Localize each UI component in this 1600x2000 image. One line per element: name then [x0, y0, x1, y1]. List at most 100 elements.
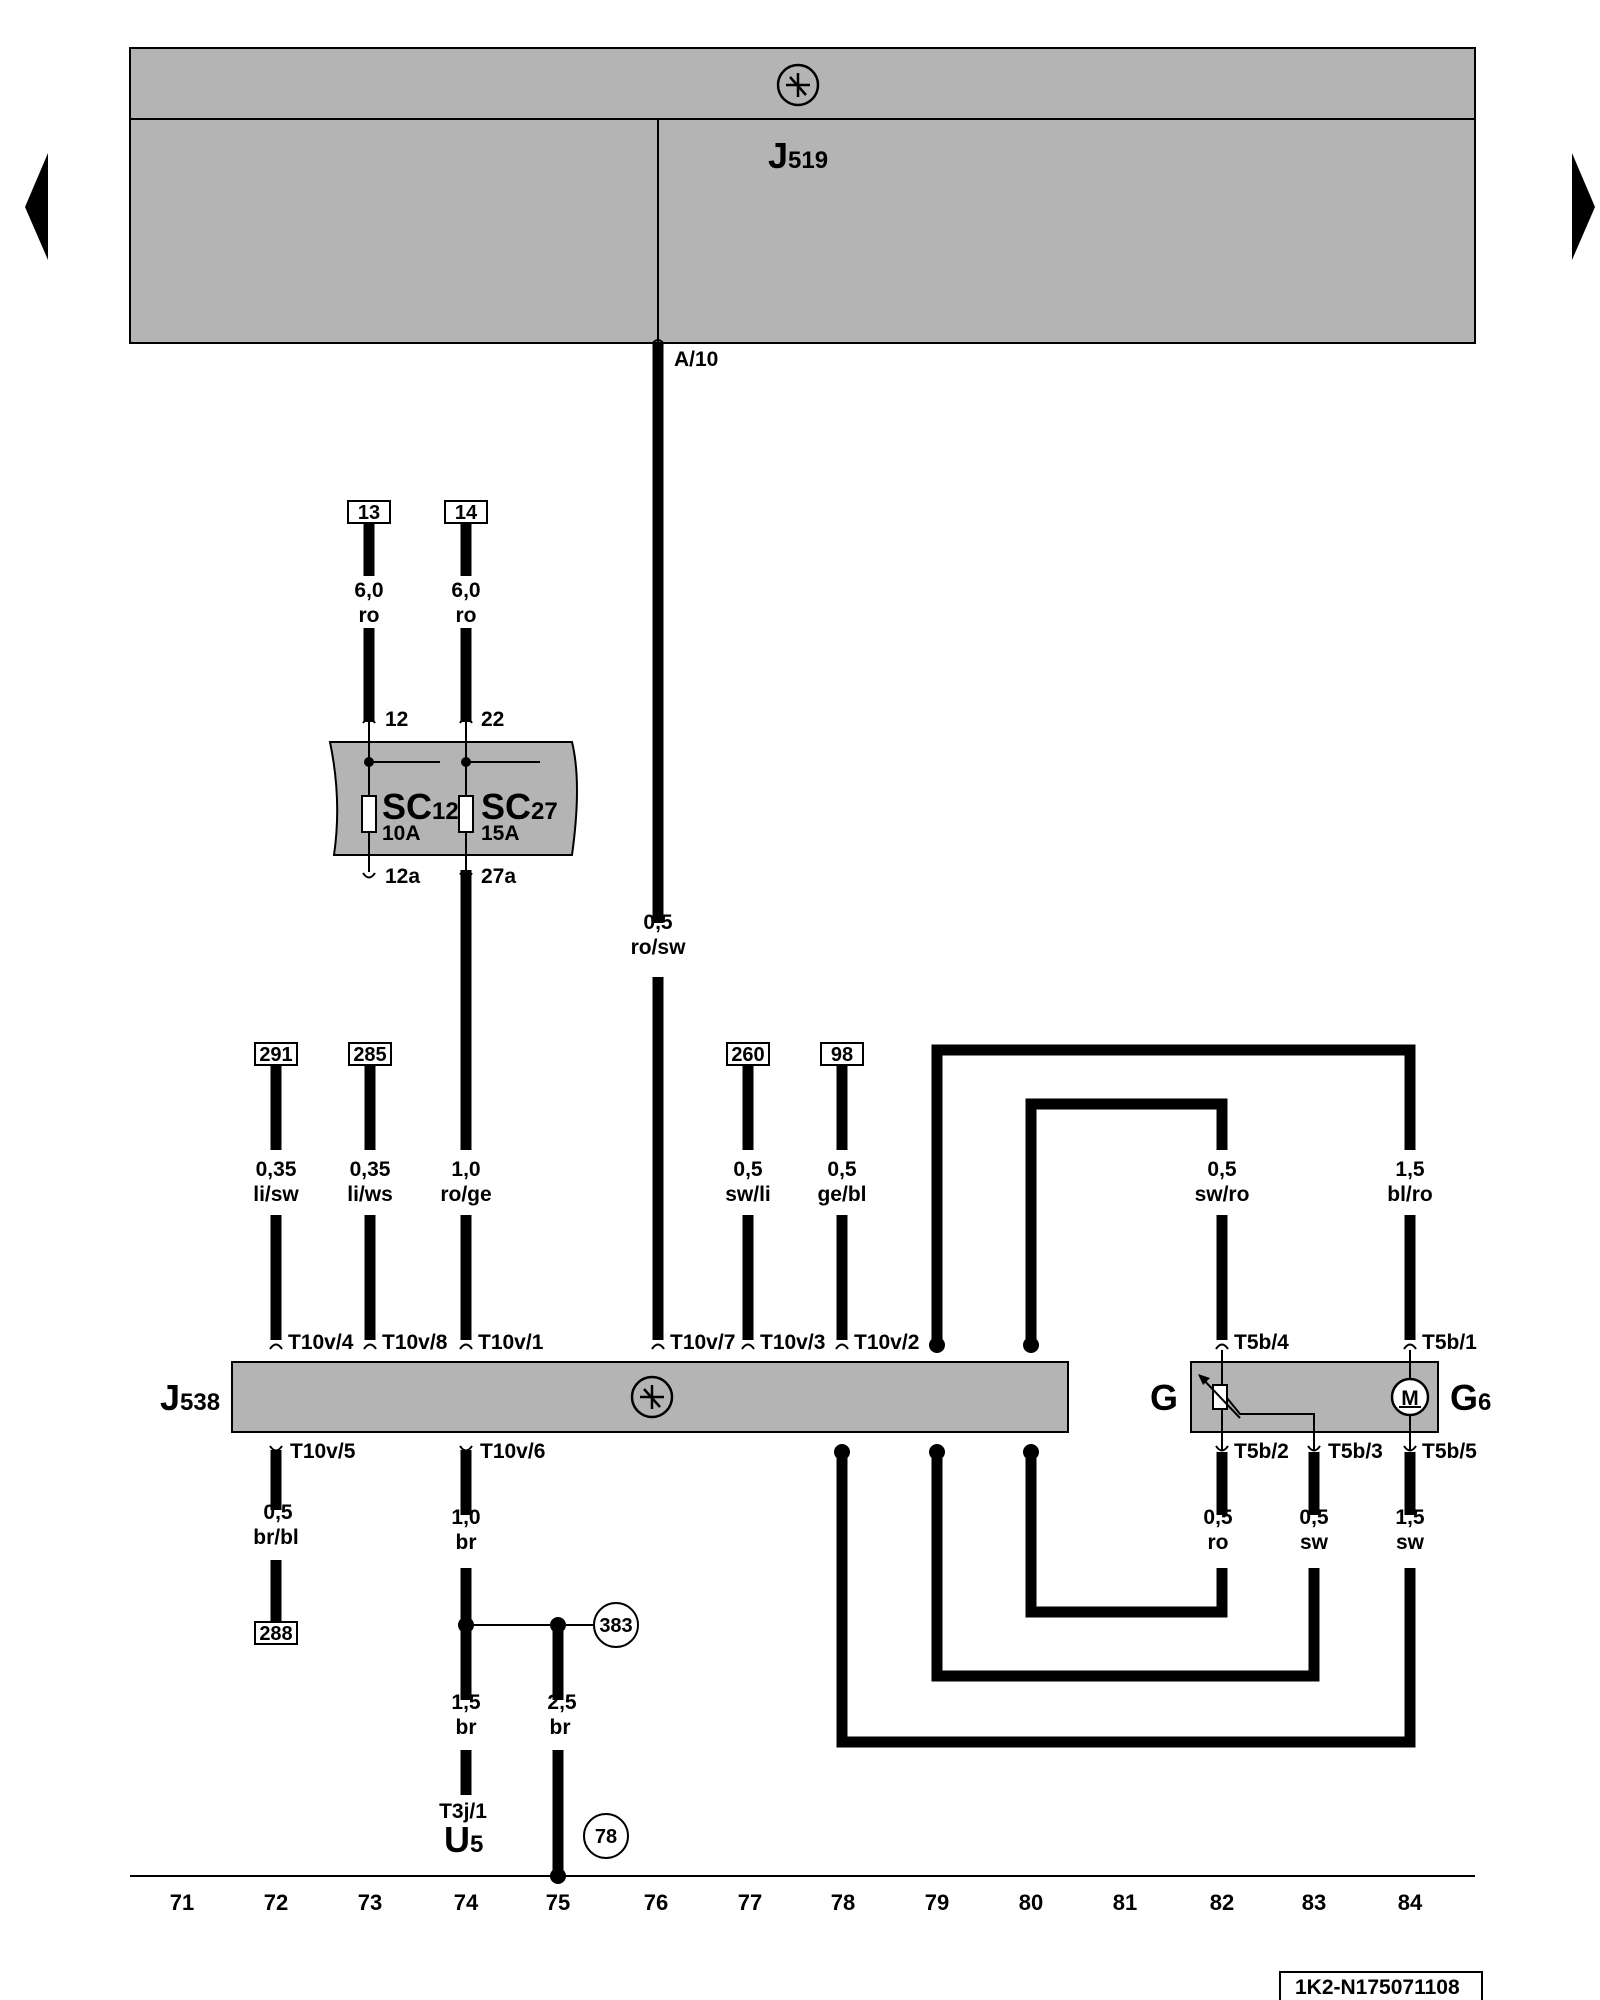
wire-color: ro [456, 604, 477, 627]
wire-gauge: 2,5 [547, 1691, 577, 1714]
wire-color: li/ws [347, 1183, 393, 1206]
ground-u5: T3j/1 U5 [439, 1800, 487, 1860]
pin-label: T5b/2 [1234, 1440, 1289, 1463]
wire-color: ro [359, 604, 380, 627]
ref-14: 14 [455, 502, 478, 524]
wire-gauge: 0,5 [733, 1158, 763, 1181]
pin-hooks [269, 339, 1417, 1452]
pin-label: T10v/8 [382, 1331, 448, 1354]
ref-285: 285 [353, 1044, 386, 1066]
wire-labels: 6,0 ro 6,0 ro 0,5 ro/sw 0,35 li/sw 0,35 … [253, 579, 1433, 1739]
fuse-sc12-rating: 10A [382, 822, 421, 845]
pin-label: T5b/5 [1422, 1440, 1477, 1463]
reference-boxes: 13 14 291 285 260 98 288 [254, 500, 864, 1645]
wire-gauge: 0,5 [827, 1158, 857, 1181]
fuse-sc27-rating: 15A [481, 822, 520, 845]
scale-number: 79 [925, 1890, 949, 1915]
wire-color: br [550, 1716, 571, 1739]
wire-gauge: 1,5 [1395, 1158, 1425, 1181]
wire-color: li/sw [253, 1183, 299, 1206]
pin-a10: A/10 [674, 348, 718, 371]
wire-color: ge/bl [817, 1183, 866, 1206]
wire-color: br [456, 1531, 477, 1554]
wire-gauge: 0,35 [350, 1158, 391, 1181]
fuse-sc27-label: SC27 [481, 786, 558, 827]
footer-code-box [1279, 1971, 1483, 2000]
pin-label: T5b/4 [1234, 1331, 1289, 1354]
transistor-symbol-icon [630, 1375, 674, 1419]
pin-labels: T10v/4 T10v/8 T10v/1 T10v/7 T10v/3 T10v/… [288, 1331, 1477, 1463]
ref-98: 98 [831, 1044, 853, 1066]
wire-gauge: 0,35 [256, 1158, 297, 1181]
scale-number: 73 [358, 1890, 382, 1915]
ref-circle-383: 383 [599, 1615, 632, 1637]
ref-260: 260 [731, 1044, 764, 1066]
ref-circle-78: 78 [595, 1826, 617, 1848]
fuse-pin-in-12: 12 [385, 708, 408, 731]
wire-color: sw/li [725, 1183, 771, 1206]
wire-gauge: 0,5 [643, 911, 673, 934]
ref-13: 13 [358, 502, 380, 524]
scale-number: 75 [546, 1890, 570, 1915]
pin-label: T10v/1 [478, 1331, 544, 1354]
module-j538-label: J538 [160, 1377, 220, 1418]
wire-gauge: 1,5 [1395, 1506, 1425, 1529]
wire-gauge: 6,0 [354, 579, 383, 602]
scale-number: 80 [1019, 1890, 1043, 1915]
wire-color: bl/ro [1387, 1183, 1433, 1206]
wire-color: sw/ro [1195, 1183, 1250, 1206]
pin-label: T10v/4 [288, 1331, 354, 1354]
pin-label: T10v/7 [670, 1331, 735, 1354]
pin-label: T5b/3 [1328, 1440, 1383, 1463]
wire-color: ro/sw [631, 936, 687, 959]
scale-number: 77 [738, 1890, 762, 1915]
module-j519-label: J519 [768, 135, 828, 176]
junction-dots [458, 1337, 1039, 1884]
ground-pin-label: T3j/1 [439, 1800, 487, 1823]
wire-color: ro [1208, 1531, 1229, 1554]
pin-label: T10v/6 [480, 1440, 545, 1463]
scale-number: 74 [454, 1890, 479, 1915]
reference-circles: 383 78 [583, 1602, 639, 1859]
transistor-symbol-icon [776, 63, 820, 107]
scale-number: 83 [1302, 1890, 1326, 1915]
scale-number: 82 [1210, 1890, 1234, 1915]
fuse-pin-out-12a: 12a [385, 865, 420, 888]
pump-label-g6: G6 [1450, 1377, 1491, 1418]
wire-gauge: 0,5 [1299, 1506, 1329, 1529]
fuse-pin-out-27a: 27a [481, 865, 516, 888]
wire-gauge: 0,5 [1203, 1506, 1233, 1529]
pump-label-g: G [1150, 1377, 1178, 1418]
scale-number: 71 [170, 1890, 194, 1915]
fuse-pin-in-22: 22 [481, 708, 504, 731]
scale-number: 72 [264, 1890, 288, 1915]
pin-label: T10v/5 [290, 1440, 356, 1463]
triangle-left-icon[interactable] [25, 153, 48, 260]
scale-number: 84 [1398, 1890, 1423, 1915]
pin-label: T5b/1 [1422, 1331, 1477, 1354]
fuse-sc12-label: SC12 [382, 786, 459, 827]
triangle-right-icon[interactable] [1572, 153, 1595, 260]
footer-code: 1K2-N175071108 [1295, 1976, 1460, 1999]
ref-291: 291 [259, 1044, 292, 1066]
scale-number: 81 [1113, 1890, 1137, 1915]
fuse-box: SC12 10A SC27 15A 12 22 12a 27a [328, 708, 578, 888]
scale-number: 76 [644, 1890, 668, 1915]
wire-gauge: 1,0 [451, 1158, 480, 1181]
pump-unit: M G G6 [1150, 1350, 1491, 1450]
wire-gauge: 1,0 [451, 1506, 480, 1529]
pin-label: T10v/3 [760, 1331, 825, 1354]
fuse-sc27-icon [458, 795, 474, 833]
wire-gauge: 6,0 [451, 579, 480, 602]
wire-color: sw [1300, 1531, 1329, 1554]
ref-288: 288 [259, 1623, 292, 1645]
control-module-j538: J538 [160, 1361, 1069, 1433]
wire-gauge: 0,5 [263, 1501, 293, 1524]
wire-color: ro/ge [440, 1183, 491, 1206]
wire-color: sw [1396, 1531, 1425, 1554]
wire-color: br/bl [253, 1526, 299, 1549]
wire-color: br [456, 1716, 477, 1739]
ground-name-label: U5 [444, 1819, 483, 1860]
